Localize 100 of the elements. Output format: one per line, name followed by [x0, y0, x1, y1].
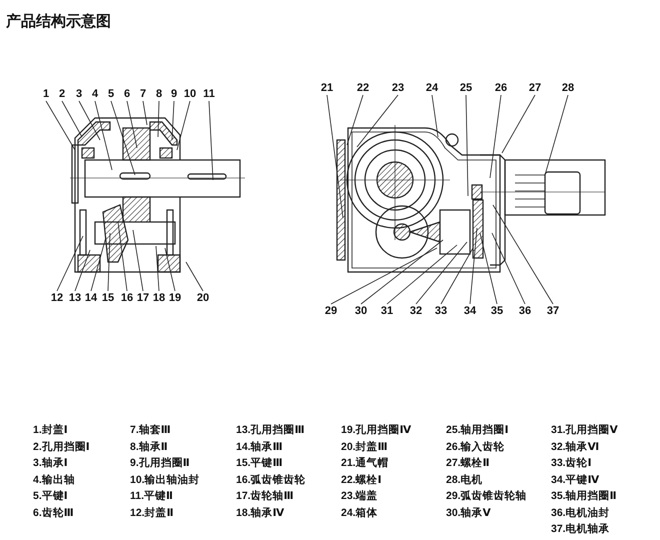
callout-number: 12 — [50, 292, 64, 304]
part-list-item: 3.轴承Ⅰ — [33, 457, 68, 470]
part-list-item: 17.齿轮轴Ⅲ — [236, 490, 294, 503]
part-list-item: 33.齿轮Ⅰ — [551, 457, 592, 470]
part-list-item: 7.轴套Ⅲ — [130, 424, 171, 437]
leader-line — [466, 94, 468, 196]
leader-line — [172, 100, 174, 140]
leader-line — [492, 232, 526, 304]
leader-line — [56, 236, 84, 292]
part-list-item: 27.螺栓Ⅱ — [446, 457, 490, 470]
callout-number: 24 — [426, 82, 438, 94]
callout-number: 9 — [170, 88, 178, 100]
part-list-item: 30.轴承Ⅴ — [446, 506, 491, 520]
leader-line — [110, 100, 136, 176]
part-list-item: 26.输入齿轮 — [446, 440, 505, 454]
callout-number: 16 — [120, 292, 134, 304]
part-list-item: 15.平键Ⅲ — [236, 457, 283, 470]
part-list-item: 22.螺栓Ⅰ — [341, 474, 382, 486]
callout-number: 28 — [562, 82, 574, 94]
callout-number: 1 — [42, 88, 50, 100]
leader-line — [108, 232, 110, 292]
leader-line — [492, 204, 554, 304]
callout-number: 13 — [68, 292, 82, 304]
leader-line — [502, 94, 536, 154]
part-list-item: 18.轴承Ⅳ — [236, 506, 284, 520]
part-list-item: 23.端盖 — [341, 490, 378, 503]
part-list-item: 2.孔用挡圈Ⅰ — [33, 440, 90, 454]
callout-number: 11 — [203, 88, 215, 100]
part-list-item: 16.弧齿锥齿轮 — [236, 474, 306, 486]
callout-number: 6 — [124, 88, 130, 100]
callout-number: 27 — [528, 82, 542, 94]
part-list-item: 21.通气帽 — [341, 457, 389, 470]
part-list-item: 11.平键Ⅱ — [130, 490, 173, 503]
leader-line — [360, 240, 444, 304]
leader-line — [158, 100, 160, 138]
leader-line — [208, 100, 214, 180]
callout-number: 31 — [380, 305, 394, 317]
leader-line — [118, 222, 128, 292]
leader-line — [156, 246, 160, 292]
part-list-item: 29.弧齿锥齿轮轴 — [446, 490, 527, 503]
part-list-item: 24.箱体 — [341, 506, 378, 520]
leader-line — [164, 248, 176, 292]
part-list-item: 31.孔用挡圈Ⅴ — [551, 424, 618, 437]
callout-number: 8 — [156, 88, 162, 100]
leader-line — [490, 94, 502, 178]
callout-number: 4 — [92, 88, 98, 100]
part-list-item: 1.封盖Ⅰ — [33, 424, 68, 437]
leader-line — [416, 242, 468, 304]
callout-number: 37 — [546, 305, 560, 317]
callout-number: 14 — [84, 292, 98, 304]
part-list-item: 37.电机轴承 — [551, 523, 610, 536]
part-list-item: 32.轴承Ⅵ — [551, 440, 600, 454]
callout-number: 30 — [354, 305, 368, 317]
leader-line — [470, 228, 478, 304]
callout-number: 2 — [58, 88, 66, 100]
part-list-item: 13.孔用挡圈Ⅲ — [236, 424, 305, 437]
part-list-item: 4.输出轴 — [33, 474, 75, 486]
part-list-item: 35.轴用挡圈Ⅱ — [551, 490, 617, 503]
part-list-item: 6.齿轮Ⅲ — [33, 506, 74, 520]
part-list-item: 14.轴承Ⅲ — [236, 440, 283, 454]
leader-line — [132, 230, 144, 292]
leader-line — [176, 100, 190, 150]
leader-line — [78, 100, 100, 140]
part-list-item: 36.电机油封 — [551, 506, 610, 520]
part-list-item: 34.平键Ⅳ — [551, 474, 600, 486]
leader-line — [94, 100, 112, 170]
leader-line — [356, 94, 398, 148]
callout-number: 15 — [102, 292, 114, 304]
callout-number: 34 — [464, 305, 476, 317]
callout-number: 20 — [196, 292, 210, 304]
callout-number: 7 — [140, 88, 146, 100]
callout-number: 21 — [320, 82, 334, 94]
part-list-item: 28.电机 — [446, 474, 483, 486]
callout-number: 26 — [494, 82, 508, 94]
callout-number: 10 — [184, 88, 196, 100]
part-list-item: 5.平键Ⅰ — [33, 490, 68, 503]
leader-line — [62, 100, 82, 138]
callout-number: 18 — [152, 292, 166, 304]
callout-number: 36 — [518, 305, 532, 317]
callout-number: 29 — [324, 305, 338, 317]
leader-line — [326, 94, 344, 218]
leader-line — [346, 94, 364, 146]
leader-line — [544, 94, 568, 176]
part-list-item: 25.轴用挡圈Ⅰ — [446, 424, 509, 437]
part-list-item: 10.输出轴油封 — [130, 474, 200, 486]
leader-line — [386, 244, 458, 304]
leader-line — [330, 248, 438, 304]
leader-line — [74, 250, 90, 292]
part-list-item: 8.轴承Ⅱ — [130, 440, 168, 454]
callout-number: 23 — [392, 82, 404, 94]
title: 产品结构示意图 — [6, 12, 111, 31]
part-list-item: 20.封盖Ⅲ — [341, 440, 388, 454]
callout-number: 17 — [136, 292, 150, 304]
part-list-item: 19.孔用挡圈Ⅳ — [341, 424, 412, 437]
callout-number: 25 — [460, 82, 472, 94]
callout-number: 5 — [108, 88, 114, 100]
leader-line — [46, 100, 76, 150]
leader-line — [186, 262, 204, 292]
callout-number: 3 — [76, 88, 82, 100]
callout-number: 19 — [168, 292, 182, 304]
